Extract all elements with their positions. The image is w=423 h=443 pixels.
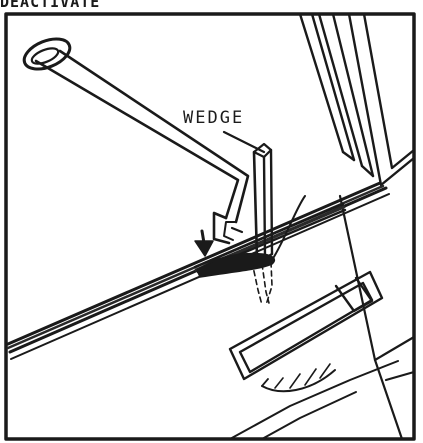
wedge-label: WEDGE (183, 108, 245, 128)
wedge-leader-line (222, 130, 266, 154)
door-seam (338, 194, 416, 441)
frame-border (4, 12, 416, 441)
down-arrow-icon (194, 229, 214, 257)
lock-rod (196, 195, 306, 278)
door-bottom-lines (229, 360, 399, 440)
cropped-header-text: DEACTIVATE (0, 0, 101, 11)
wedge (251, 142, 274, 306)
window-frame (298, 12, 375, 178)
vent-window-frame (347, 12, 416, 187)
slim-jim-tool-icon (22, 37, 250, 245)
door-handle (228, 270, 384, 393)
